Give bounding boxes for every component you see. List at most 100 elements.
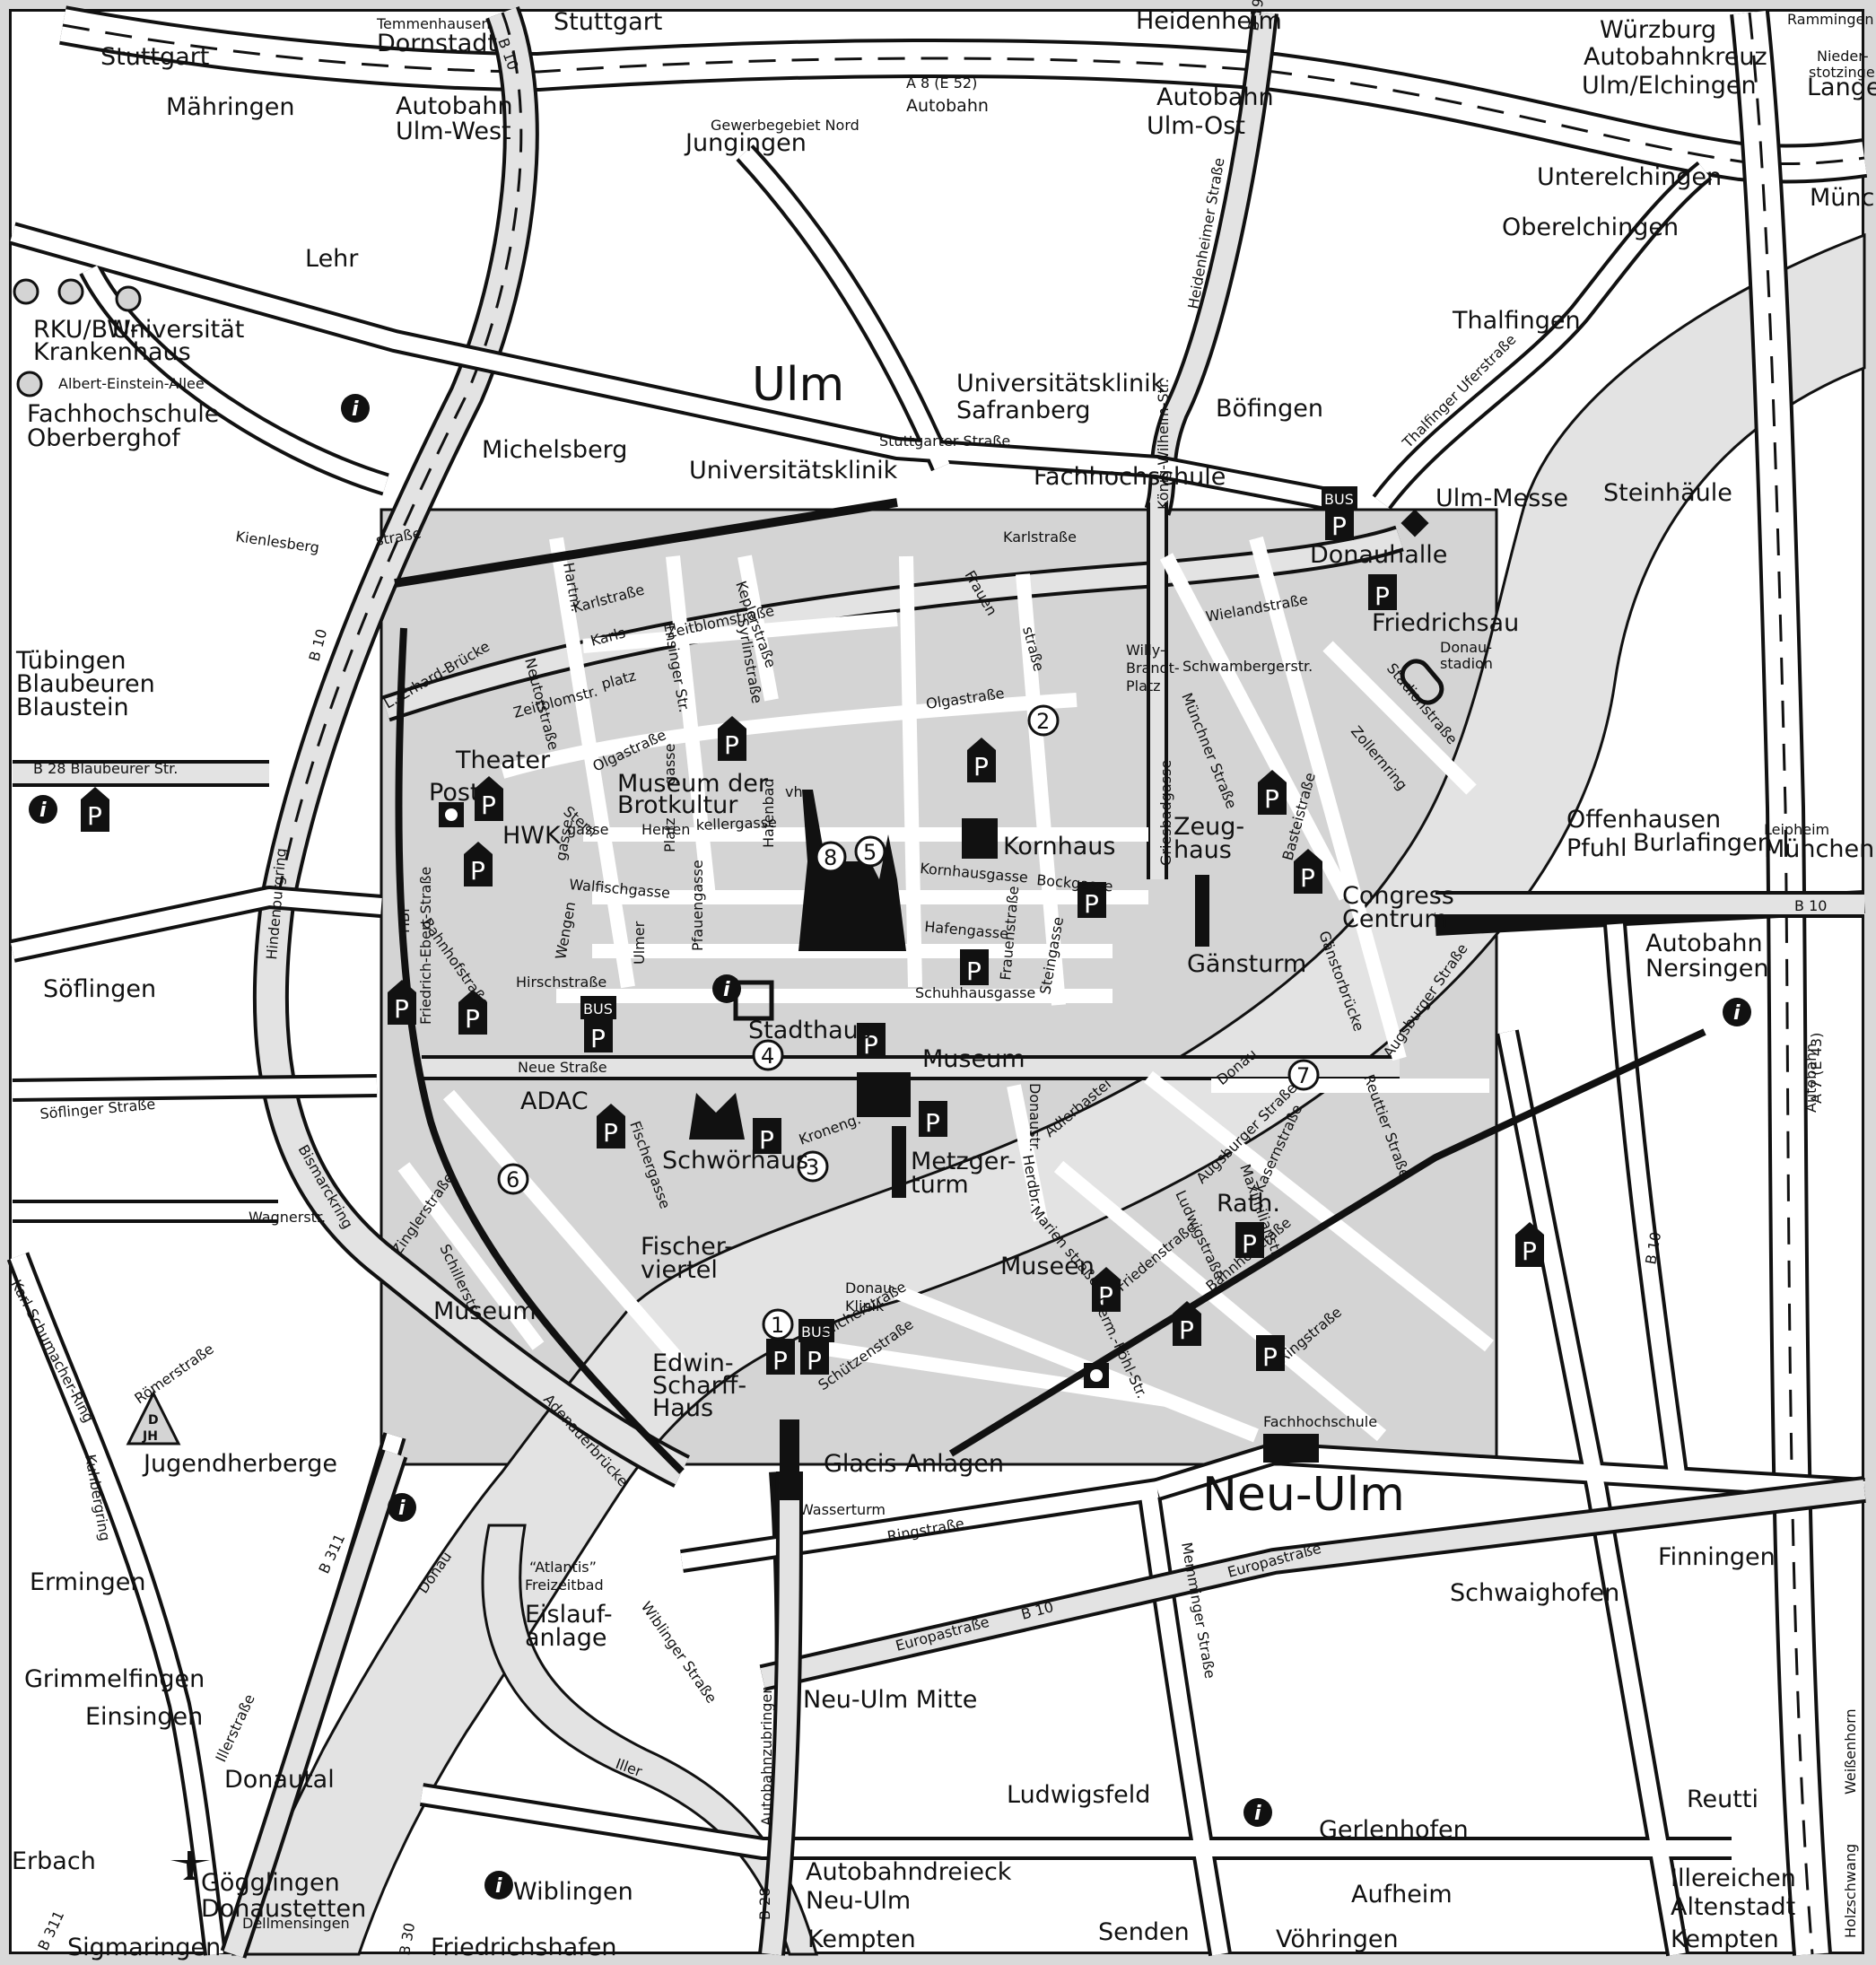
street-label-willy-brandt-1: Willy-	[1126, 642, 1165, 659]
svg-text:P: P	[87, 801, 102, 831]
svg-text:i: i	[352, 398, 359, 421]
svg-text:P: P	[973, 752, 989, 782]
place-label-donaustetten: Donaustetten	[201, 1895, 366, 1923]
svg-text:P: P	[1242, 1229, 1257, 1259]
place-label-fachhochschule-oberberghof-2: Oberberghof	[27, 424, 181, 452]
place-label-autobahn-ulm-ost-1: Autobahn	[1156, 83, 1274, 111]
place-label-atlantis-1: “Atlantis”	[529, 1559, 597, 1576]
place-label-albert-einstein: Albert-Einstein-Allee	[58, 375, 205, 392]
place-label-zeughaus-1: Zeug-	[1174, 813, 1244, 841]
place-label-leipheim: Leipheim	[1764, 821, 1829, 838]
place-label-friedrichshafen: Friedrichshafen	[431, 1934, 616, 1961]
stadium-icon	[1400, 659, 1444, 705]
place-label-blaubeuren: Blaubeuren	[16, 670, 155, 698]
parking-icon: P	[458, 990, 487, 1035]
place-label-rku-2: Krankenhaus	[33, 338, 191, 366]
place-label-fachhochschule-n: Fachhochschule	[1034, 463, 1226, 491]
svg-text:i: i	[723, 979, 730, 1001]
info-icon: i	[1243, 1798, 1272, 1827]
stadthaus-icon	[733, 980, 774, 1021]
place-label-autobahn-ulm-ost-2: Ulm-Ost	[1147, 112, 1245, 140]
svg-text:P: P	[1098, 1281, 1113, 1311]
place-label-museen: Museen	[1000, 1253, 1095, 1280]
street-label-koenig-wilhelm: König-Wilhelm-Str.	[1155, 379, 1172, 510]
street-label-weissenhorn: Weißenhorn	[1842, 1708, 1859, 1795]
place-label-autobahndreieck-2: Neu-Ulm	[806, 1887, 911, 1915]
street-label-griesbadgasse: Griesbadgasse	[1157, 760, 1174, 866]
street-label-karlstrasse-e: Karlstraße	[1003, 528, 1077, 546]
place-label-fachhochschule-oberberghof-1: Fachhochschule	[27, 400, 219, 428]
post-office-icon	[439, 802, 464, 827]
museum-towers-icon	[857, 1072, 911, 1117]
youth-hostel-icon: DJH	[126, 1390, 181, 1445]
place-label-kempten-1: Kempten	[807, 1926, 916, 1953]
street-label-stuttgarter-str: Stuttgarter Straße	[879, 432, 1010, 450]
place-label-eislauf-1: Eislauf-	[525, 1601, 613, 1629]
street-label-b10-w: B 10	[306, 627, 331, 663]
place-label-ludwigsfeld: Ludwigsfeld	[1007, 1781, 1150, 1809]
road-b10-west	[252, 5, 690, 1488]
street-label-gasse-1: gasse	[661, 744, 678, 785]
svg-text:P: P	[1179, 1315, 1194, 1345]
info-icon: i	[712, 974, 741, 1003]
place-label-donaustadion-2: stadion	[1440, 655, 1493, 672]
street-sublabel-a8: Autobahn	[906, 96, 989, 116]
svg-text:3: 3	[806, 1155, 819, 1180]
parking-icon: P	[1515, 1222, 1544, 1267]
place-label-theater: Theater	[455, 747, 551, 774]
place-label-museum-brotkultur-1: Museum der	[617, 770, 769, 798]
schwoerhaus-icon	[689, 1093, 745, 1140]
street-label-schuhhausgasse: Schuhhausgasse	[915, 984, 1035, 1001]
svg-text:8: 8	[824, 845, 837, 870]
info-icon: i	[29, 795, 57, 824]
place-label-museum-brotkultur-2: Brotkultur	[617, 791, 738, 819]
post-office-icon	[1084, 1363, 1109, 1388]
svg-text:BUS: BUS	[1324, 491, 1354, 508]
place-label-sigmaringen: Sigmaringen	[67, 1934, 221, 1961]
svg-text:BUS: BUS	[583, 1000, 613, 1017]
place-label-museum-ulm: Museum	[922, 1045, 1025, 1073]
svg-text:P: P	[772, 1346, 788, 1376]
place-label-univklinik-safranberg-2: Safranberg	[956, 397, 1090, 424]
parking-icon: P	[1235, 1222, 1264, 1259]
place-label-glacis: Glacis-Anlagen	[824, 1450, 1004, 1478]
parking-icon: P	[800, 1339, 829, 1376]
svg-text:P: P	[966, 956, 982, 986]
street-label-b311-s: B 311	[34, 1908, 67, 1952]
parking-icon: P	[388, 980, 416, 1025]
parking-icon: P	[960, 949, 989, 986]
svg-text:P: P	[470, 856, 485, 886]
place-label-tuebingen: Tübingen	[15, 647, 127, 675]
svg-text:P: P	[724, 730, 739, 760]
street-label-hbf: HBf	[396, 907, 413, 933]
place-label-grimmelfingen: Grimmelfingen	[24, 1665, 205, 1693]
svg-text:P: P	[1300, 863, 1315, 893]
street-label-karl-schumacher-ring: Karl-Schumacher-Ring	[7, 1277, 97, 1426]
svg-text:BUS: BUS	[801, 1323, 831, 1341]
city-label-ulm: Ulm	[752, 358, 844, 412]
numbered-marker-2: 2	[1027, 704, 1060, 737]
place-label-kornhaus: Kornhaus	[1003, 833, 1115, 860]
parking-icon: P	[1294, 849, 1322, 894]
place-label-reutti: Reutti	[1687, 1786, 1758, 1813]
svg-text:i: i	[398, 1498, 406, 1520]
place-label-post: Post	[429, 779, 480, 807]
parking-icon: P	[475, 776, 503, 821]
place-label-dornstadt: Dornstadt	[377, 30, 497, 57]
bus-stop-icon: BUS	[1322, 486, 1357, 510]
street-label-herren-kellergasse-1: Herren	[641, 821, 690, 838]
street-label-willy-brandt-2: Brandt-	[1126, 659, 1180, 677]
svg-text:6: 6	[506, 1167, 519, 1192]
parking-icon: P	[597, 1104, 625, 1148]
street-label-vh: vh	[785, 783, 803, 800]
svg-text:P: P	[481, 790, 496, 820]
place-label-schwoerhaus: Schwörhaus	[662, 1147, 808, 1175]
place-label-heidenheim: Heidenheim	[1136, 7, 1282, 35]
info-icon: i	[1723, 998, 1751, 1026]
numbered-marker-6: 6	[497, 1163, 529, 1195]
svg-text:P: P	[590, 1024, 606, 1053]
ulm-minster-icon	[798, 790, 906, 951]
place-label-aufheim: Aufheim	[1351, 1881, 1453, 1908]
